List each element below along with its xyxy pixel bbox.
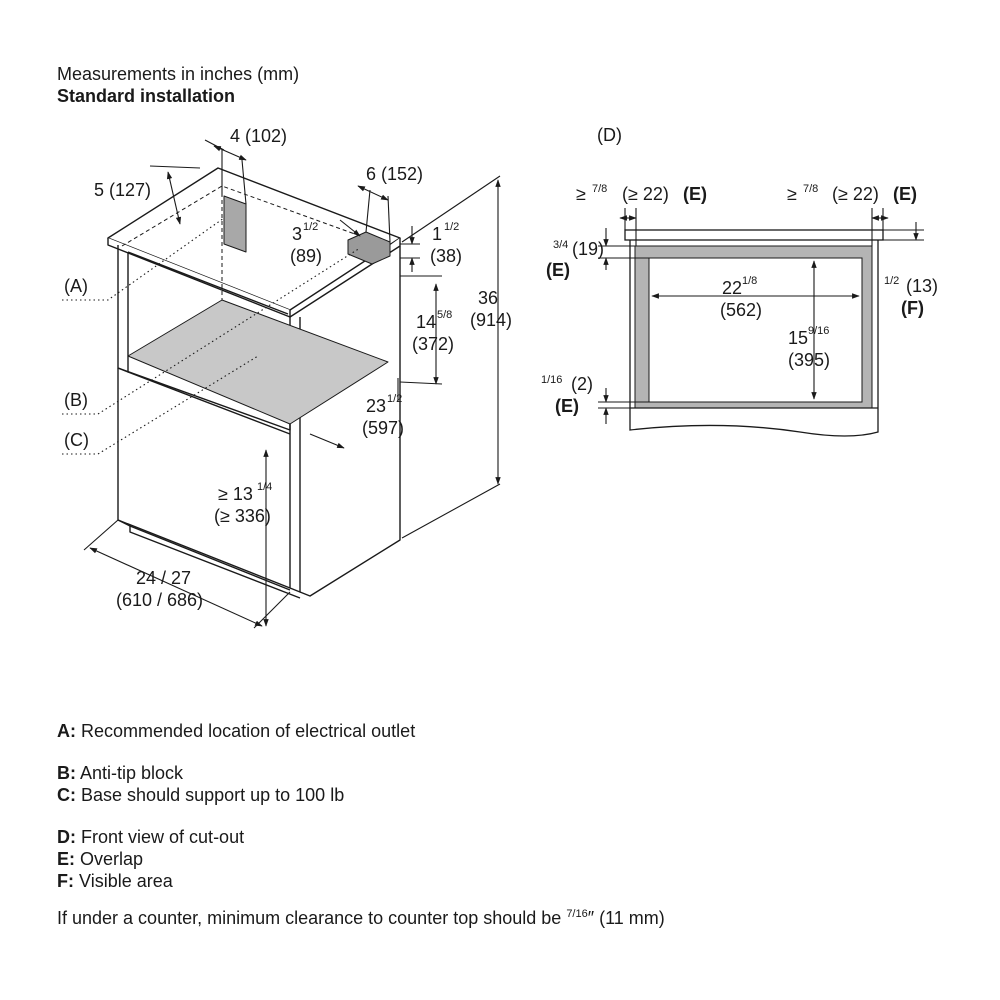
front-view-frame <box>634 245 873 409</box>
right-frac: 1/2 <box>884 275 899 287</box>
top-overlap-mm: (19) <box>572 239 604 259</box>
legend-item-a: A: Recommended location of electrical ou… <box>57 721 416 741</box>
callout-a-leader <box>62 217 225 301</box>
legend-item-e: E: Overlap <box>57 849 144 869</box>
electrical-outlet-shape <box>223 195 247 253</box>
units-note: Measurements in inches (mm) <box>57 64 300 84</box>
bottom-frac: 1/16 <box>541 374 562 386</box>
clearance-note-text: If under a counter, minimum clearance to… <box>57 908 562 928</box>
height-mm: (395) <box>788 350 830 370</box>
overlap-right-frac: 7/8 <box>803 183 818 195</box>
cabinet-dimensions <box>62 139 501 629</box>
dim-13-mm: (≥ 336) <box>214 506 271 526</box>
dim-13-pre: ≥ 13 <box>218 484 253 504</box>
dim-14-mm: (372) <box>412 334 454 354</box>
callout-c: (C) <box>64 430 89 450</box>
cabinet-drawing <box>107 167 401 599</box>
clearance-note-suffix: ″ (11 mm) <box>587 908 665 928</box>
bottom-mm: (2) <box>571 374 593 394</box>
overlap-right-pre: ≥ <box>787 184 797 204</box>
front-view-drawing <box>624 229 884 437</box>
overlap-right-mm: (≥ 22) <box>832 184 879 204</box>
top-overlap-frac: 3/4 <box>553 239 568 251</box>
callout-b: (B) <box>64 390 88 410</box>
dim-23-mm: (597) <box>362 418 404 438</box>
dim-1-mm: (38) <box>430 246 462 266</box>
dim-14-frac: 5/8 <box>437 309 452 321</box>
legend-item-d: D: Front view of cut-out <box>57 827 245 847</box>
dim-13-frac: 1/4 <box>257 481 272 493</box>
dim-5-label: 5 (127) <box>94 180 151 200</box>
overlap-left-mm: (≥ 22) <box>622 184 669 204</box>
legend-item-b: B: Anti-tip block <box>57 763 184 783</box>
dim-6-label: 6 (152) <box>366 164 423 184</box>
base-shelf-shape <box>127 299 389 425</box>
dim-1-whole: 1 <box>432 224 442 244</box>
right-mm: (13) <box>906 276 938 296</box>
dim-width-label: 24 / 27 <box>136 568 191 588</box>
dim-3-mm: (89) <box>290 246 322 266</box>
width-mm: (562) <box>720 300 762 320</box>
overlap-right-e: (E) <box>893 184 917 204</box>
width-whole: 22 <box>722 278 742 298</box>
clearance-note-frac: 7/16 <box>566 908 588 920</box>
bottom-e: (E) <box>555 396 579 416</box>
dim-4-label: 4 (102) <box>230 126 287 146</box>
callout-c-leader <box>62 355 259 455</box>
front-view-dimensions <box>598 208 924 424</box>
dim-3-frac: 1/2 <box>303 221 318 233</box>
clearance-note: If under a counter, minimum clearance to… <box>57 908 665 929</box>
dim-1-frac: 1/2 <box>444 221 459 233</box>
dim-23-whole: 23 <box>366 396 386 416</box>
overlap-left-frac: 7/8 <box>592 183 607 195</box>
callout-d: (D) <box>597 125 622 145</box>
callout-a: (A) <box>64 276 88 296</box>
callout-b-leader <box>62 247 361 415</box>
dim-3-whole: 3 <box>292 224 302 244</box>
dim-36-label: 36 <box>478 288 498 308</box>
height-whole: 15 <box>788 328 808 348</box>
dim-width-mm: (610 / 686) <box>116 590 203 610</box>
legend-item-c: C: Base should support up to 100 lb <box>57 785 345 805</box>
height-frac: 9/16 <box>808 325 829 337</box>
overlap-left-e: (E) <box>683 184 707 204</box>
width-frac: 1/8 <box>742 275 757 287</box>
dim-14-whole: 14 <box>416 312 436 332</box>
dim-36-mm: (914) <box>470 310 512 330</box>
dim-23-frac: 1/2 <box>387 393 402 405</box>
top-overlap-e: (E) <box>546 260 570 280</box>
overlap-left-pre: ≥ <box>576 184 586 204</box>
legend-item-f: F: Visible area <box>57 871 173 891</box>
right-f: (F) <box>901 298 924 318</box>
installation-title: Standard installation <box>57 86 236 106</box>
